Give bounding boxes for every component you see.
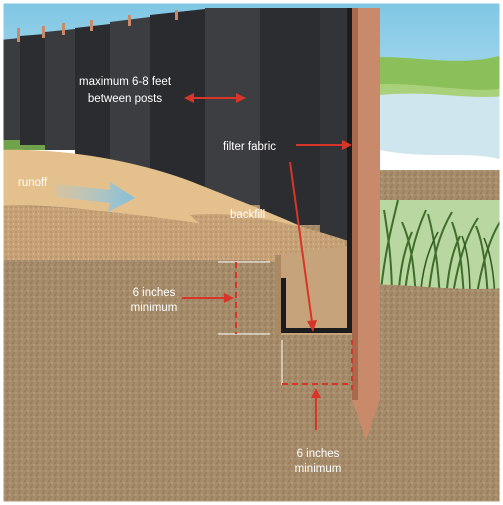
trench-depth-annotation — [182, 261, 270, 335]
post-spacing-label-line1: maximum 6-8 feet — [79, 76, 172, 88]
post-spacing-label-line2: between posts — [88, 93, 162, 105]
pond — [380, 93, 503, 160]
filter-fabric — [0, 8, 352, 240]
trench-wall — [275, 255, 281, 335]
filter-fabric-pointer — [289, 140, 352, 332]
post-spacing-arrow — [184, 93, 246, 103]
runoff-label: runoff — [18, 177, 48, 189]
fence-post — [352, 8, 380, 440]
post-depth-annotation — [282, 340, 353, 430]
runoff-arrow — [55, 182, 135, 212]
backfill-label: backfill — [230, 209, 265, 221]
trench-depth-label-line1: 6 inches — [133, 287, 176, 299]
trench-fill — [278, 245, 352, 335]
trench-depth-label-line2: minimum — [131, 302, 178, 314]
post-depth-label-line1: 6 inches — [297, 448, 340, 460]
post-depth-label-line2: minimum — [295, 463, 342, 475]
soil-right — [355, 284, 503, 505]
filter-fabric-label: filter fabric — [223, 141, 276, 153]
